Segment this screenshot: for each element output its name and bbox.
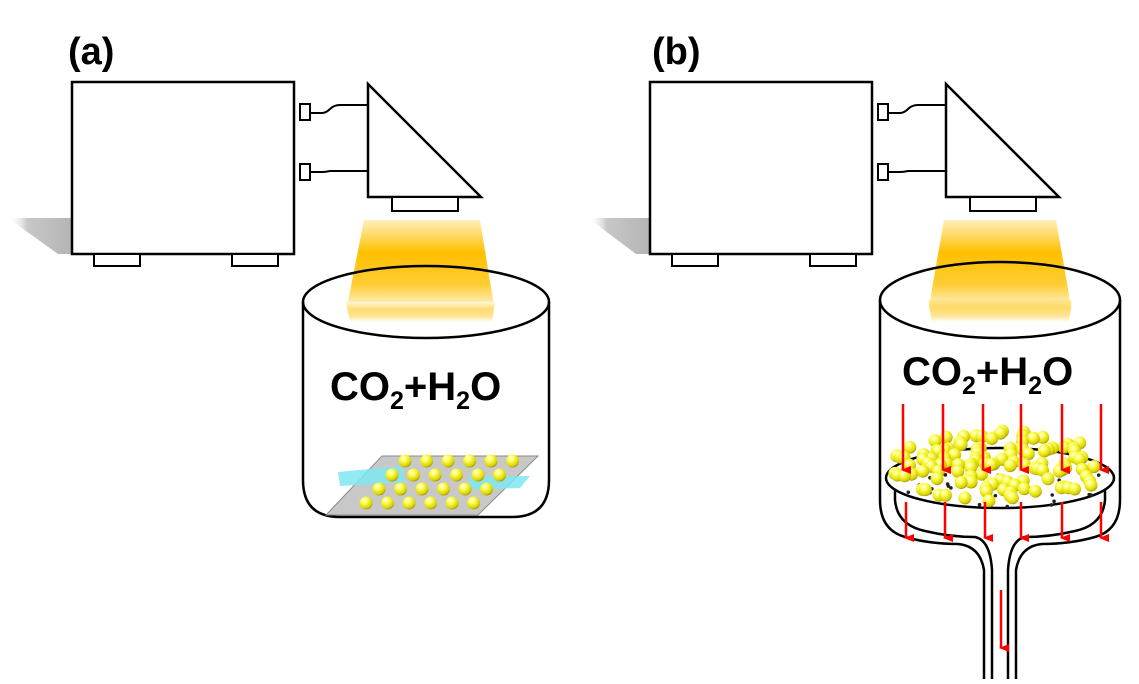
filter-pore [946, 484, 951, 488]
lamp-housing-shadow [8, 218, 72, 254]
catalyst-particle [1017, 482, 1031, 496]
panel-label-b: (b) [652, 31, 701, 73]
catalyst-particle [1072, 452, 1086, 466]
cable-top [310, 104, 368, 114]
filter-pore [1050, 493, 1055, 497]
filter-pore [993, 493, 998, 498]
catalyst-particle [1021, 447, 1035, 461]
filter-pore [1096, 473, 1101, 477]
catalyst-particle [467, 496, 480, 510]
filter-pore [1005, 504, 1010, 509]
catalyst-particle [985, 432, 999, 445]
particles-a [359, 454, 519, 510]
catalyst-particle [394, 482, 407, 496]
catalyst-particle [437, 482, 450, 496]
catalyst-particle [458, 482, 472, 496]
catalyst-particle [928, 434, 942, 448]
catalyst-particle [463, 454, 476, 468]
lamp-housing-shadow [588, 218, 650, 254]
catalyst-particle [930, 472, 944, 486]
catalyst-particle [480, 482, 493, 496]
panel-label-a: (a) [68, 31, 114, 73]
lamp-housing [70, 80, 296, 256]
connector-top [877, 103, 889, 121]
catalyst-particle [984, 458, 998, 471]
catalyst-particle [359, 496, 373, 510]
catalyst-particle [939, 430, 953, 444]
catalyst-particle [948, 448, 962, 462]
catalyst-particle [1026, 431, 1040, 445]
catalyst-particle [1005, 491, 1019, 505]
cable-bottom [888, 170, 946, 173]
connector-bottom [877, 163, 889, 181]
housing-foot-left [93, 253, 141, 267]
catalyst-particle [938, 488, 952, 502]
connector-bottom [299, 163, 311, 181]
filter-pore [949, 486, 953, 490]
filter-pore [1052, 499, 1056, 504]
catalyst-particle [918, 483, 932, 497]
catalyst-particle [402, 496, 416, 510]
catalyst-particle [954, 438, 968, 452]
catalyst-particle [493, 468, 506, 482]
catalyst-particle [1041, 472, 1055, 486]
catalyst-particle [385, 468, 399, 482]
light-guide-head [366, 80, 485, 199]
light-guide-lens [391, 196, 459, 212]
catalyst-particle [506, 454, 519, 468]
catalyst-particle [1028, 484, 1042, 498]
lamp-housing [648, 80, 874, 256]
housing-foot-right [809, 253, 857, 267]
catalyst-particle [471, 468, 485, 482]
catalyst-particle [420, 454, 433, 468]
filter-pore [1049, 503, 1054, 507]
housing-foot-left [671, 253, 719, 267]
filter-pore [977, 502, 982, 507]
catalyst-particle [1003, 459, 1017, 473]
catalyst-particle [951, 464, 965, 478]
catalyst-particle [916, 464, 930, 478]
catalyst-particle [424, 496, 437, 510]
panel-a: (a) CO2+H2O [8, 31, 551, 519]
catalyst-particle [398, 454, 412, 468]
connector-top [299, 103, 311, 121]
catalyst-particle [415, 482, 429, 496]
catalyst-particle [1084, 478, 1098, 492]
catalyst-particle [1036, 430, 1050, 444]
reaction-label-b: CO2+H2O [902, 350, 1073, 400]
flow-arrows [901, 404, 1109, 652]
catalyst-particle [484, 454, 498, 468]
light-guide-lens [969, 196, 1037, 212]
catalyst-particle [450, 468, 463, 482]
catalyst-particle [964, 475, 978, 489]
cable-bottom [310, 170, 368, 173]
catalyst-particle [954, 476, 968, 489]
catalyst-particle [958, 491, 972, 505]
catalyst-particle [381, 496, 394, 510]
reaction-label-a: CO2+H2O [330, 365, 501, 415]
catalyst-particle [1087, 460, 1101, 474]
catalyst-particle [407, 468, 420, 482]
panel-b: (b) CO2+H2O [588, 31, 1122, 679]
cable-top [888, 104, 946, 114]
housing-foot-right [231, 253, 279, 267]
light-beam [928, 220, 1072, 312]
filter-pore [1089, 493, 1093, 497]
catalyst-particle [445, 496, 459, 510]
catalyst-particle [428, 468, 442, 482]
catalyst-particle [441, 454, 455, 468]
catalyst-particle [898, 469, 911, 483]
filter-pore [906, 490, 911, 495]
catalyst-particle [1052, 464, 1066, 478]
catalyst-particle [372, 482, 386, 496]
light-guide-head [944, 80, 1063, 199]
catalyst-particle [1068, 482, 1081, 496]
catalyst-particle [1037, 444, 1051, 458]
catalyst-particle [903, 440, 917, 454]
